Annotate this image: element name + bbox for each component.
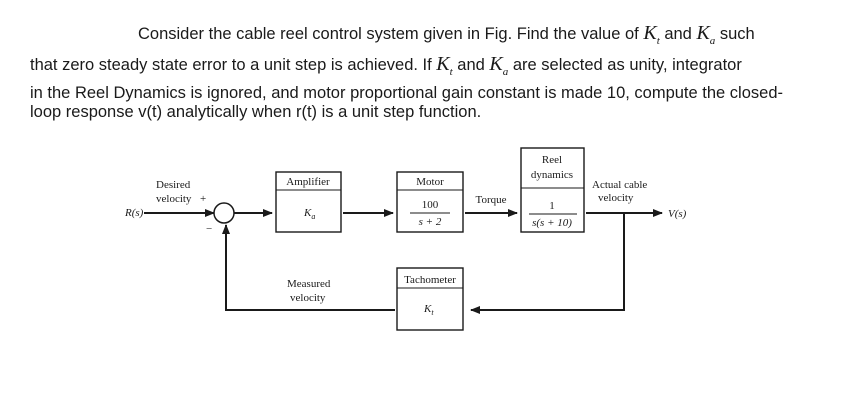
gain-symbol: K — [423, 303, 432, 315]
symbol-k: K — [696, 22, 710, 44]
input-label: R(s) — [124, 207, 144, 219]
gain-symbol: K — [303, 207, 312, 219]
measured-label-2: velocity — [290, 292, 326, 304]
motor-denominator: s + 2 — [419, 216, 442, 228]
reel-title-2: dynamics — [531, 169, 573, 181]
gain-subscript: a — [311, 212, 315, 221]
subscript-a: a — [709, 35, 716, 47]
symbol-k: K — [643, 22, 657, 44]
question-text-span: that zero steady state error to a unit s… — [30, 56, 437, 74]
question-text-span: such — [715, 25, 755, 43]
minus-sign: − — [206, 223, 212, 235]
reel-block — [520, 147, 585, 233]
motor-title: Motor — [416, 176, 444, 188]
torque-label: Torque — [476, 194, 507, 206]
subscript-a: a — [502, 66, 509, 78]
question-line-2: that zero steady state error to a unit s… — [30, 53, 742, 78]
tachometer-title: Tachometer — [404, 274, 456, 286]
question-text-span: are selected as unity, integrator — [508, 56, 742, 74]
actual-label-1: Actual cable — [592, 179, 647, 191]
amplifier-block — [275, 171, 342, 233]
conjunction: and — [659, 25, 697, 43]
conjunction: and — [452, 56, 490, 74]
output-label: V(s) — [668, 208, 687, 220]
desired-label-2: velocity — [156, 193, 192, 205]
measured-label-1: Measured — [287, 278, 331, 290]
plus-sign: + — [200, 193, 206, 205]
tachometer-gain: Kt — [423, 303, 434, 317]
actual-label-2: velocity — [598, 192, 634, 204]
feedback-to-tach — [470, 213, 625, 314]
question-text-span: Consider the cable reel control system g… — [138, 25, 644, 43]
motor-block — [396, 171, 464, 233]
question-line-3: in the Reel Dynamics is ignored, and mot… — [30, 84, 783, 102]
reel-title-1: Reel — [542, 154, 562, 166]
tachometer-block — [396, 267, 464, 331]
subscript-t: t — [656, 35, 660, 47]
question-line-4: loop response v(t) analytically when r(t… — [30, 103, 482, 121]
reel-denominator: s(s + 10) — [532, 217, 572, 229]
desired-label-1: Desired — [156, 179, 191, 191]
summing-junction — [213, 202, 235, 224]
gain-subscript: t — [431, 308, 434, 317]
subscript-t: t — [449, 66, 453, 78]
feedback-to-summer — [222, 224, 395, 311]
amplifier-gain: Ka — [303, 207, 315, 221]
question-line-1: Consider the cable reel control system g… — [138, 22, 755, 47]
reel-numerator: 1 — [549, 200, 555, 212]
symbol-k: K — [436, 53, 450, 75]
motor-numerator: 100 — [422, 199, 439, 211]
symbol-k: K — [489, 53, 503, 75]
amplifier-title: Amplifier — [286, 176, 330, 188]
